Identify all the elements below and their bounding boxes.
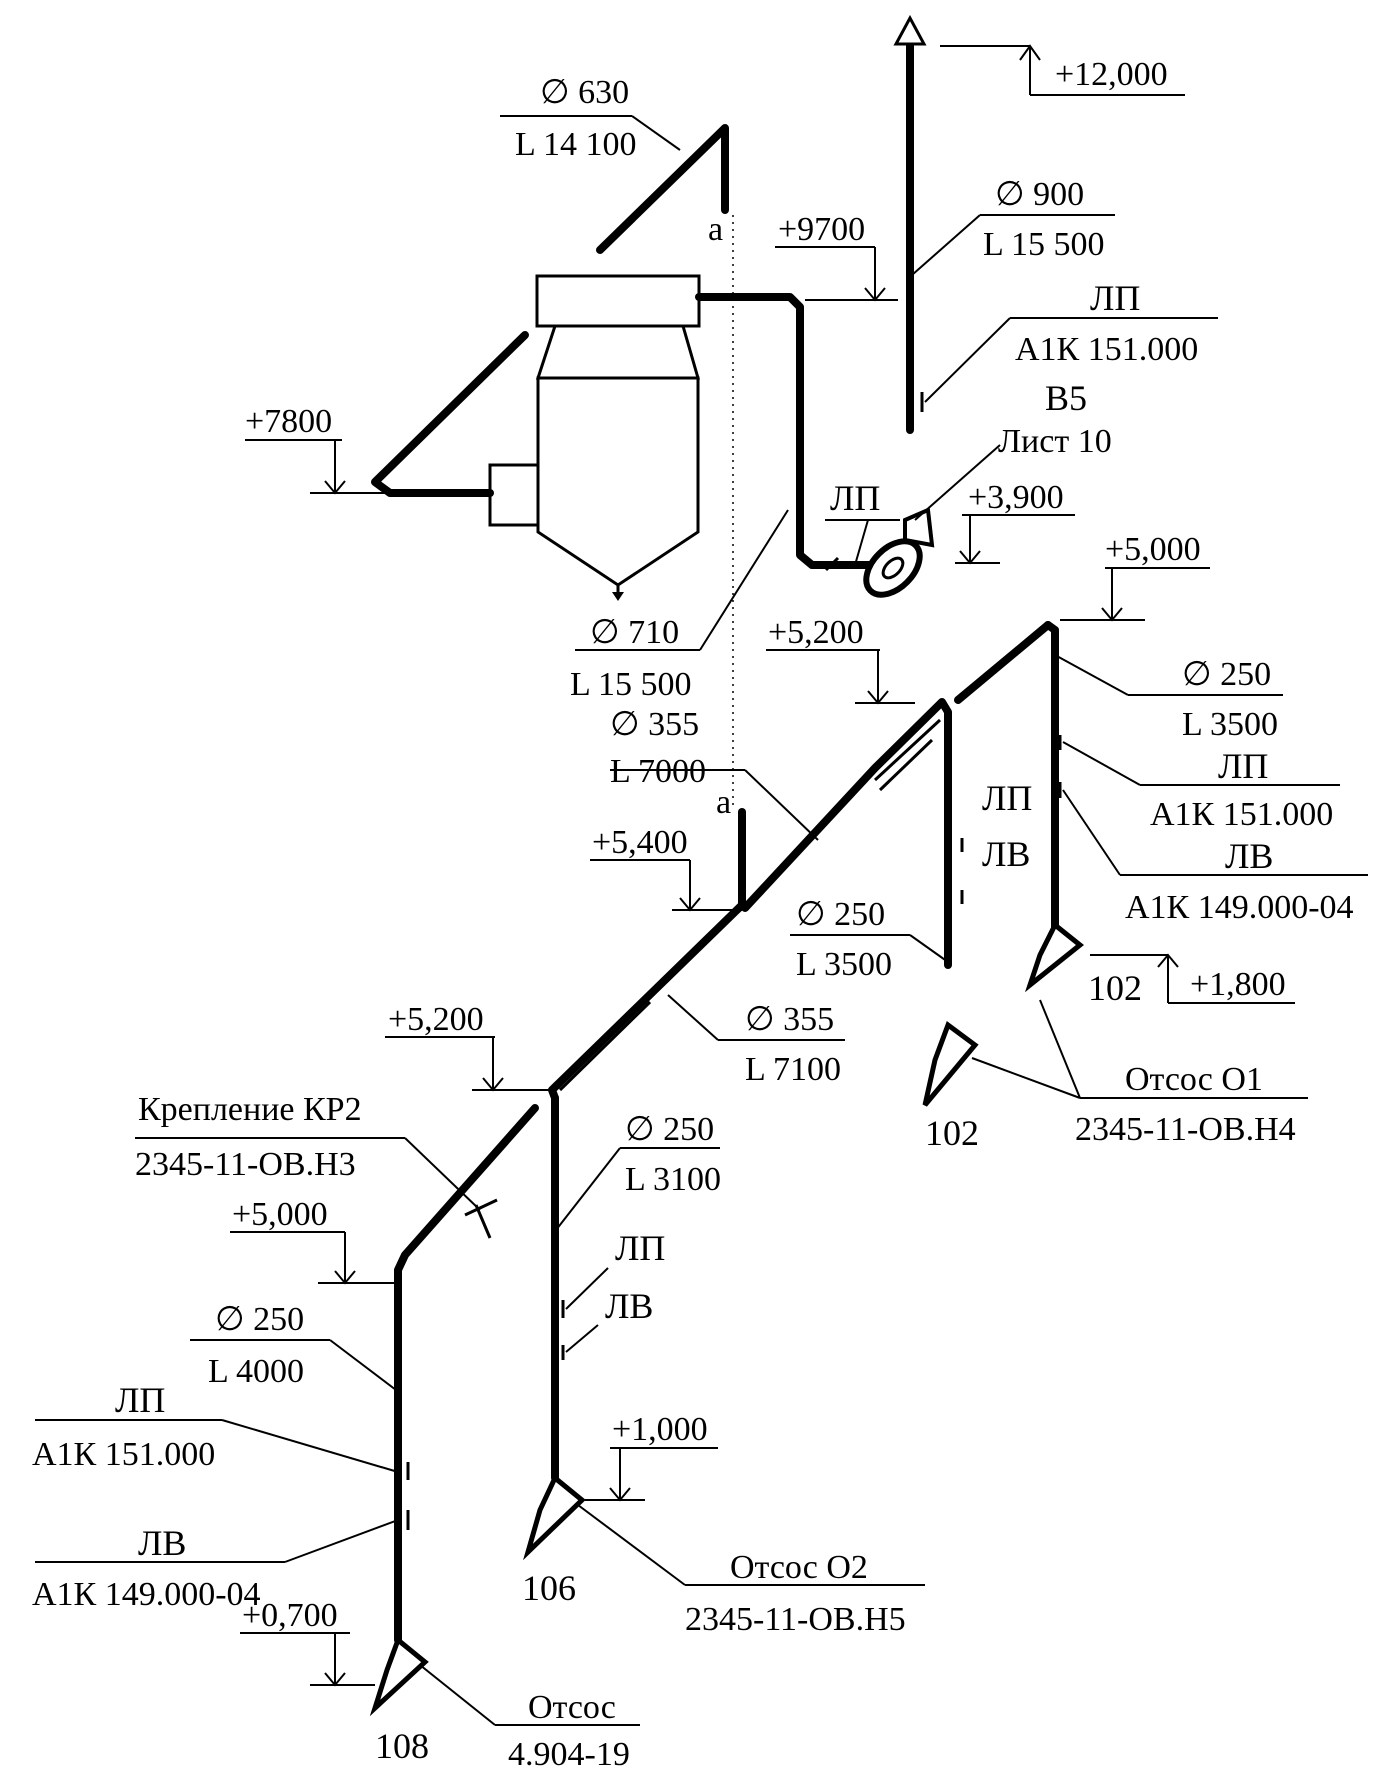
mid-lp-label: ЛП xyxy=(982,778,1032,818)
branch-106-lp-label: ЛП xyxy=(615,1228,665,1268)
suction-hood-o1 xyxy=(1024,921,1085,993)
duct-710-length: L 15 500 xyxy=(570,666,692,703)
duct-355-lower-diameter: ∅ 355 xyxy=(745,1001,834,1038)
right-lp-doc: А1К 151.000 xyxy=(1150,796,1333,833)
duct-710-diameter: ∅ 710 xyxy=(590,614,679,651)
elevation-7800-label: +7800 xyxy=(245,403,332,440)
riser-lp-doc: А1К 151.000 xyxy=(1015,331,1198,368)
branch-108-lp-label: ЛП xyxy=(115,1380,165,1420)
duct-106-length: L 3100 xyxy=(625,1161,721,1198)
elevation-lower-junction-label: +5,200 xyxy=(388,1001,484,1038)
duct-108-length: L 4000 xyxy=(208,1353,304,1390)
elevation-lower-junction xyxy=(385,1036,550,1092)
elevation-right-top-label: +5,000 xyxy=(1105,531,1201,568)
suction-108-doc: 4.904-19 xyxy=(508,1736,630,1768)
fan-code: В5 xyxy=(1045,378,1087,418)
branch-right-102 xyxy=(1024,654,1368,993)
branch-106-lv-label: ЛВ xyxy=(605,1286,653,1326)
elevation-fan xyxy=(955,514,1075,565)
mount-name: Крепление КР2 xyxy=(138,1091,362,1128)
duct-right-diameter: ∅ 250 xyxy=(1182,656,1271,693)
duct-900-diameter: ∅ 900 xyxy=(995,176,1084,213)
branch-108-lp-doc: А1К 151.000 xyxy=(32,1436,215,1473)
fan-sheet: Лист 10 xyxy=(998,423,1112,460)
right-lv-doc: А1К 149.000-04 xyxy=(1125,889,1354,926)
room-108: 108 xyxy=(375,1726,429,1766)
duct-630 xyxy=(500,115,729,254)
duct-108-diameter: ∅ 250 xyxy=(215,1301,304,1338)
elevation-right-top xyxy=(1060,567,1210,622)
duct-630-diameter: ∅ 630 xyxy=(540,74,629,111)
duct-710 xyxy=(575,293,889,651)
elevation-o2 xyxy=(585,1447,718,1502)
fan-b5 xyxy=(863,444,1001,598)
duct-355-upper-diameter: ∅ 355 xyxy=(610,706,699,743)
duct-right-length: L 3500 xyxy=(1182,706,1278,743)
branch-mid-102 xyxy=(790,838,1308,1107)
duct-630-length: L 14 100 xyxy=(515,126,637,163)
elevation-108 xyxy=(240,1632,375,1687)
room-102-right: 102 xyxy=(1088,968,1142,1008)
elevation-left-top xyxy=(230,1231,398,1285)
duct-inlet-7800 xyxy=(371,331,529,497)
suction-hood-108 xyxy=(369,1635,429,1717)
elevation-top-label: +12,000 xyxy=(1055,56,1168,93)
suction-o2-name: Отсос О2 xyxy=(730,1549,868,1586)
branch-108-lv-doc: А1К 149.000-04 xyxy=(32,1576,261,1613)
elevation-7800 xyxy=(245,439,385,495)
suction-o1-name: Отсос О1 xyxy=(1125,1061,1263,1098)
suction-108-name: Отсос xyxy=(528,1689,616,1726)
duct-355-upper-length: L 7000 xyxy=(610,753,706,790)
elevation-junction-label: +5,400 xyxy=(592,824,688,861)
duct-mid-diameter: ∅ 250 xyxy=(796,896,885,933)
right-lv-label: ЛВ xyxy=(1225,836,1273,876)
cyclone-unit xyxy=(488,274,701,601)
section-mark-bottom: а xyxy=(716,784,731,821)
duct-106-diameter: ∅ 250 xyxy=(625,1111,714,1148)
room-102-mid: 102 xyxy=(925,1113,979,1153)
branch-108-lv-label: ЛВ xyxy=(138,1523,186,1563)
elevation-o2-label: +1,000 xyxy=(612,1411,708,1448)
elevation-mid-top-label: +5,200 xyxy=(768,614,864,651)
elevation-9700-label: +9700 xyxy=(778,211,865,248)
elevation-9700 xyxy=(775,246,898,302)
suction-hood-o2 xyxy=(523,1474,586,1561)
elevation-fan-label: +3,900 xyxy=(968,479,1064,516)
elevation-mid-top xyxy=(766,649,915,705)
duct-355-lower-length: L 7100 xyxy=(745,1051,841,1088)
room-106: 106 xyxy=(522,1568,576,1608)
right-lp-label: ЛП xyxy=(1218,746,1268,786)
mount-doc: 2345-11-ОВ.Н3 xyxy=(135,1146,356,1183)
suction-o1-doc: 2345-11-ОВ.Н4 xyxy=(1075,1111,1296,1148)
elevation-o1-label: +1,800 xyxy=(1190,966,1286,1003)
riser-lp-label: ЛП xyxy=(1090,278,1140,318)
main-exhaust-riser xyxy=(893,14,927,434)
duct-900-length: L 15 500 xyxy=(983,226,1105,263)
elevation-108-label: +0,700 xyxy=(242,1597,338,1634)
duct-upper-network xyxy=(610,621,1059,969)
fan-inlet-lp-label: ЛП xyxy=(830,478,880,518)
elevation-junction xyxy=(590,859,742,912)
suction-o2-doc: 2345-11-ОВ.Н5 xyxy=(685,1601,906,1638)
duct-mid-length: L 3500 xyxy=(796,946,892,983)
branch-106 xyxy=(523,1094,925,1586)
elevation-left-top-label: +5,000 xyxy=(232,1196,328,1233)
section-mark-top: а xyxy=(708,211,723,248)
elevation-top xyxy=(940,44,1185,96)
branch-108 xyxy=(35,1104,640,1726)
mid-lv-label: ЛВ xyxy=(982,834,1030,874)
elevation-o1 xyxy=(1090,953,1295,1004)
suction-hood-102 xyxy=(922,1021,979,1107)
exhaust-outlet-arrow xyxy=(893,14,927,46)
